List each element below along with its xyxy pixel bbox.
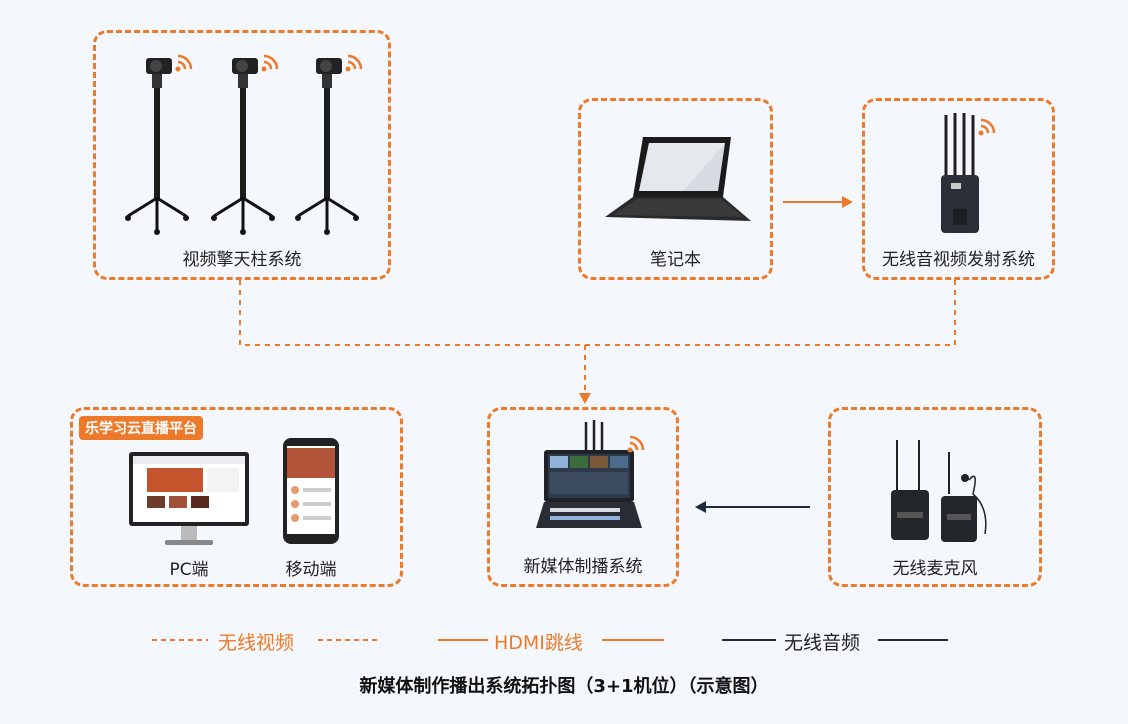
pc-label: PC端 bbox=[169, 560, 209, 580]
diagram-title: 新媒体制作播出系统拓扑图（3+1机位）（示意图） bbox=[359, 676, 769, 697]
mic-box: 无线麦克风 bbox=[828, 407, 1042, 587]
director-console-icon bbox=[536, 420, 642, 528]
mic-label: 无线麦克风 bbox=[892, 559, 978, 579]
transmitter-box: 无线音视频发射系统 bbox=[862, 98, 1055, 280]
director-box: 新媒体制播系统 bbox=[487, 407, 679, 587]
wireless-video-arrowhead bbox=[579, 393, 591, 404]
microphone-icon bbox=[891, 440, 987, 542]
platform-tag: 乐学习云直播平台 bbox=[79, 416, 203, 440]
transmitter-icon bbox=[941, 113, 979, 233]
laptop-label: 笔记本 bbox=[650, 250, 701, 270]
legend-wireless-video-line-right bbox=[318, 639, 380, 641]
wifi-icon bbox=[627, 435, 645, 453]
legend-wireless-audio-line-right bbox=[878, 639, 948, 641]
legend-wireless-audio: 无线音频 bbox=[784, 632, 861, 654]
wifi-icon bbox=[345, 54, 363, 72]
phone-icon bbox=[283, 438, 339, 544]
monitor-icon bbox=[129, 452, 249, 545]
wireless-audio-arrowhead bbox=[695, 501, 706, 513]
pillar-system-label: 视频擎天柱系统 bbox=[182, 250, 302, 270]
wifi-icon bbox=[175, 54, 193, 72]
legend-wireless-video-line-left bbox=[152, 639, 208, 641]
legend-wireless-audio-line-left bbox=[722, 639, 776, 641]
legend-hdmi-line-left bbox=[438, 639, 488, 641]
mobile-label: 移动端 bbox=[285, 560, 337, 580]
legend-hdmi: HDMI跳线 bbox=[494, 632, 583, 654]
transmitter-label: 无线音视频发射系统 bbox=[882, 250, 1035, 270]
wifi-icon bbox=[261, 54, 279, 72]
wifi-icon bbox=[978, 118, 996, 136]
wireless-video-line-left bbox=[239, 280, 955, 346]
platform-box: 乐学习云直播平台 PC端 移动端 bbox=[70, 407, 403, 587]
director-label: 新媒体制播系统 bbox=[523, 557, 643, 577]
legend-hdmi-line-right bbox=[602, 639, 664, 641]
hdmi-arrowhead bbox=[842, 196, 853, 208]
camera-pillar-icon bbox=[125, 58, 359, 235]
laptop-box: 笔记本 bbox=[578, 98, 773, 280]
laptop-icon bbox=[605, 137, 751, 221]
legend-wireless-video: 无线视频 bbox=[218, 632, 295, 654]
pillar-system-box: 视频擎天柱系统 bbox=[93, 30, 391, 280]
